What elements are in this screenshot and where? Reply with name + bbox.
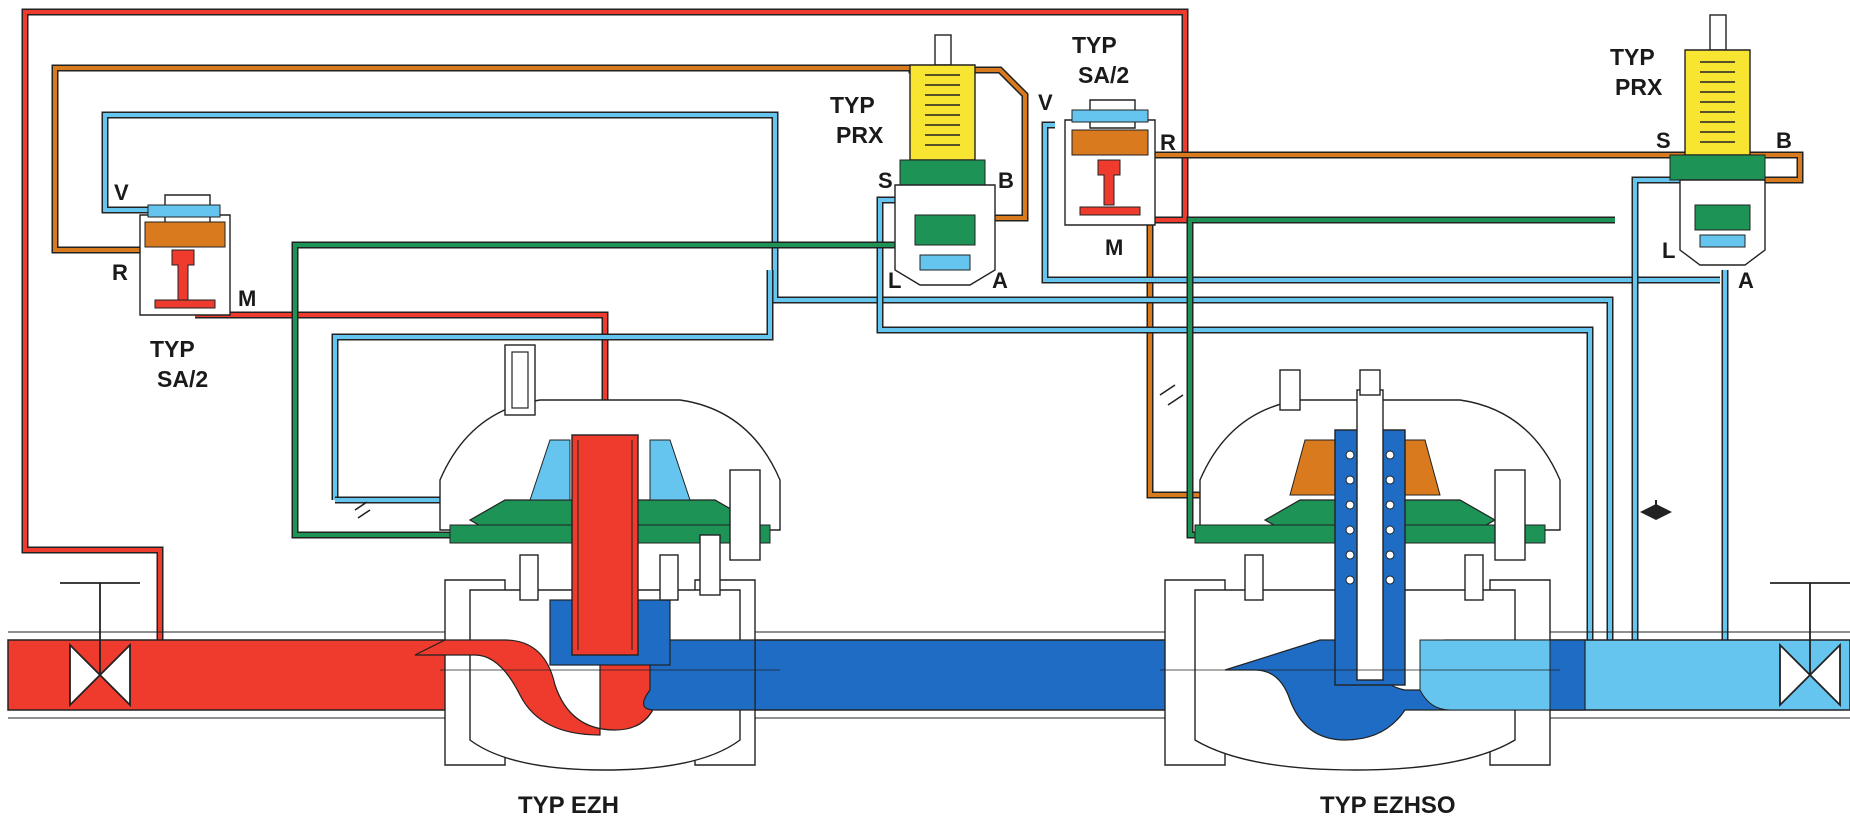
prx-right-port-b: B [1776, 128, 1792, 153]
sa2-right-title-line2: SA/2 [1078, 62, 1129, 88]
sa2-left-port-r: R [112, 260, 128, 285]
prx-left-title-line2: PRX [836, 122, 884, 148]
sa2-right-title-line1: TYP [1072, 32, 1117, 58]
outlet-shutoff-valve-icon [1770, 582, 1850, 708]
sa2-right-pilot [1064, 99, 1156, 226]
prx-left-port-b: B [998, 168, 1014, 193]
inlet-shutoff-valve-icon [60, 582, 140, 708]
prx-right-port-s: S [1656, 128, 1671, 153]
ezhso-regulator [1160, 369, 1586, 771]
line-break-symbol [354, 384, 1184, 519]
sa2-left-port-m: M [238, 286, 256, 311]
prx-right-port-l: L [1662, 238, 1675, 263]
prx-left-port-a: A [992, 268, 1008, 293]
sa2-left-pilot [139, 194, 231, 316]
prx-right-title-line2: PRX [1615, 74, 1663, 100]
impulse-lines [21, 8, 1804, 650]
sa2-left-title-line2: SA/2 [157, 366, 208, 392]
prx-left-title-line1: TYP [830, 92, 875, 118]
ezh-label: TYP EZH [518, 792, 619, 819]
prx-right-port-a: A [1738, 268, 1754, 293]
prx-left-pilot [894, 34, 996, 286]
diagram-labels: TYP SA/2 V R M TYP PRX S B L A TYP SA/2 … [112, 32, 1792, 819]
sa2-left-title-line1: TYP [150, 336, 195, 362]
ezh-regulator [414, 344, 781, 771]
sa2-right-port-v: V [1038, 90, 1053, 115]
sa2-right-port-r: R [1160, 130, 1176, 155]
lightblue-feedback-line [101, 111, 1729, 645]
needle-valve-icon [1640, 500, 1672, 520]
red-impulse-line [21, 8, 1189, 650]
sa2-right-port-m: M [1105, 235, 1123, 260]
prx-left-port-s: S [878, 168, 893, 193]
sa2-left-port-v: V [114, 180, 129, 205]
prx-right-pilot [1669, 14, 1766, 266]
ezhso-spring [1345, 450, 1395, 585]
prx-left-port-l: L [888, 268, 901, 293]
ezhso-label: TYP EZHSO [1320, 792, 1456, 819]
prx-right-title-line1: TYP [1610, 44, 1655, 70]
